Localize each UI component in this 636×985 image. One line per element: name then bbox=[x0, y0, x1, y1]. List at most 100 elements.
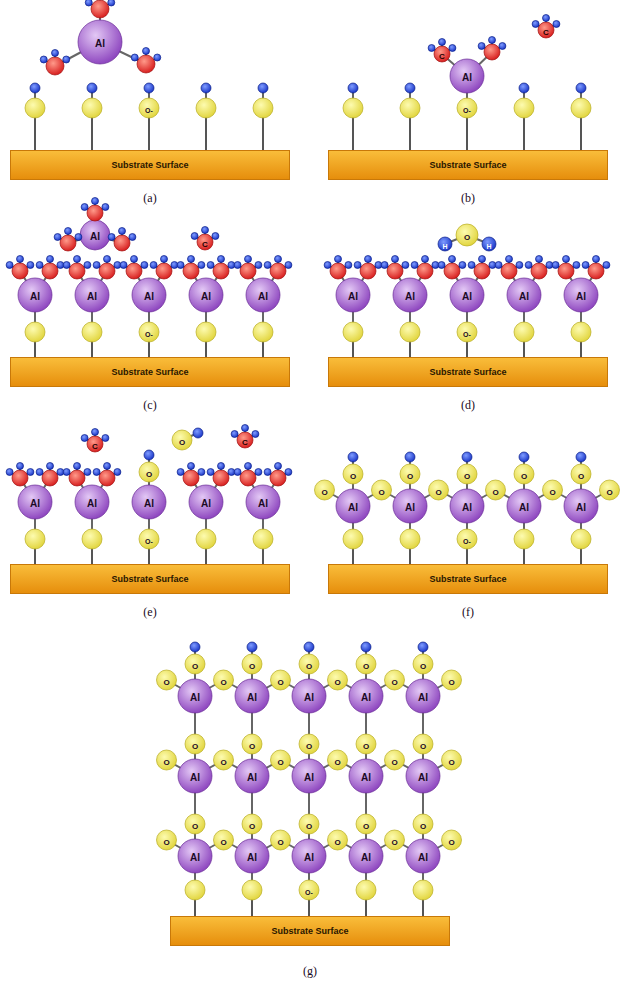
atom-ball bbox=[543, 15, 550, 22]
atom-ball bbox=[571, 529, 591, 549]
atom-ball bbox=[270, 470, 286, 486]
atom-ball bbox=[36, 469, 43, 476]
atom-ball bbox=[328, 670, 348, 690]
atom-label: Al bbox=[418, 688, 428, 704]
atom-ball bbox=[213, 263, 229, 279]
atom-symbol: O bbox=[420, 742, 426, 751]
atom-label: O bbox=[448, 832, 454, 848]
atom-symbol: O- bbox=[145, 107, 153, 114]
atom-label: O bbox=[249, 656, 255, 672]
atom-symbol: Al bbox=[462, 291, 472, 302]
atom-ball bbox=[190, 642, 200, 652]
atom-label: Al bbox=[462, 498, 472, 514]
atom-symbol: O- bbox=[463, 331, 471, 338]
atom-label: Al bbox=[304, 688, 314, 704]
atom-ball bbox=[271, 670, 291, 690]
atom-symbol: Al bbox=[576, 291, 586, 302]
atom-ball bbox=[52, 50, 59, 57]
atom-symbol: O bbox=[435, 488, 441, 497]
atom-ball bbox=[438, 237, 452, 251]
atom-ball bbox=[46, 57, 64, 75]
atom-ball bbox=[343, 322, 363, 342]
atom-ball bbox=[30, 83, 40, 93]
atom-ball bbox=[82, 529, 102, 549]
atom-symbol: Al bbox=[30, 291, 40, 302]
atom-ball bbox=[191, 233, 198, 240]
atom-label: Al bbox=[144, 494, 154, 510]
atom-symbol: C bbox=[202, 240, 208, 249]
atom-ball bbox=[400, 322, 420, 342]
atom-ball bbox=[12, 470, 28, 486]
atom-symbol: O bbox=[448, 758, 454, 767]
atom-symbol: Al bbox=[201, 498, 211, 509]
atom-ball bbox=[413, 654, 433, 674]
atom-symbol: C bbox=[543, 28, 549, 37]
atom-ball bbox=[93, 262, 100, 269]
atom-ball bbox=[450, 59, 484, 93]
atom-ball bbox=[258, 83, 268, 93]
atom-ball bbox=[18, 485, 52, 519]
atom-symbol: O bbox=[334, 758, 340, 767]
atom-ball bbox=[538, 22, 554, 38]
atom-ball bbox=[571, 98, 591, 118]
atom-label: O bbox=[163, 752, 169, 768]
atom-symbol: O bbox=[391, 678, 397, 687]
atom-label: O bbox=[378, 482, 384, 498]
atom-ball bbox=[198, 262, 205, 269]
atom-ball bbox=[406, 759, 440, 793]
atom-ball bbox=[564, 489, 598, 523]
atom-label: O- bbox=[463, 100, 471, 116]
atom-label: O bbox=[363, 656, 369, 672]
atom-label: O bbox=[334, 672, 340, 688]
panel-label: (d) bbox=[461, 396, 475, 413]
atom-ball bbox=[600, 480, 620, 500]
atom-symbol: O bbox=[306, 742, 312, 751]
atom-label: O bbox=[192, 736, 198, 752]
atom-ball bbox=[444, 263, 460, 279]
atom-symbol: O bbox=[407, 472, 413, 481]
atom-ball bbox=[63, 469, 70, 476]
atom-ball bbox=[400, 98, 420, 118]
atom-label: O bbox=[306, 656, 312, 672]
atom-ball bbox=[218, 256, 225, 263]
atom-ball bbox=[207, 469, 214, 476]
atom-label: Al bbox=[361, 848, 371, 864]
atom-ball bbox=[356, 734, 376, 754]
atom-ball bbox=[246, 278, 280, 312]
atom-label: Al bbox=[87, 494, 97, 510]
atom-symbol: Al bbox=[95, 38, 105, 49]
atom-ball bbox=[6, 262, 13, 269]
atom-symbol: Al bbox=[576, 502, 586, 513]
atom-label: O bbox=[249, 736, 255, 752]
atom-label: O bbox=[448, 752, 454, 768]
atom-ball bbox=[393, 278, 427, 312]
atom-label: Al bbox=[519, 287, 529, 303]
atom-symbol: O bbox=[192, 822, 198, 831]
atom-ball bbox=[75, 485, 109, 519]
atom-ball bbox=[255, 262, 262, 269]
atom-ball bbox=[102, 204, 109, 211]
atom-ball bbox=[299, 814, 319, 834]
atom-symbol: Al bbox=[190, 692, 200, 703]
atom-ball bbox=[285, 469, 292, 476]
atom-symbol: Al bbox=[90, 231, 100, 242]
atom-label: O- bbox=[145, 100, 153, 116]
atom-ball bbox=[372, 480, 392, 500]
atom-ball bbox=[17, 463, 24, 470]
atom-ball bbox=[74, 463, 81, 470]
panel-letter: (f) bbox=[462, 605, 474, 619]
atom-symbol: O bbox=[448, 678, 454, 687]
atom-ball bbox=[242, 654, 262, 674]
atom-ball bbox=[129, 234, 136, 241]
atom-ball bbox=[356, 654, 376, 674]
atom-symbol: O bbox=[249, 742, 255, 751]
substrate-bar: Substrate Surface bbox=[328, 150, 608, 180]
atom-label: Al bbox=[95, 34, 105, 50]
atom-ball bbox=[392, 256, 399, 263]
substrate-label: Substrate Surface bbox=[429, 367, 506, 377]
atom-ball bbox=[348, 83, 358, 93]
atom-symbol: Al bbox=[247, 852, 257, 863]
atom-label: Al bbox=[519, 498, 529, 514]
substrate-bar: Substrate Surface bbox=[10, 150, 290, 180]
atom-ball bbox=[178, 679, 212, 713]
